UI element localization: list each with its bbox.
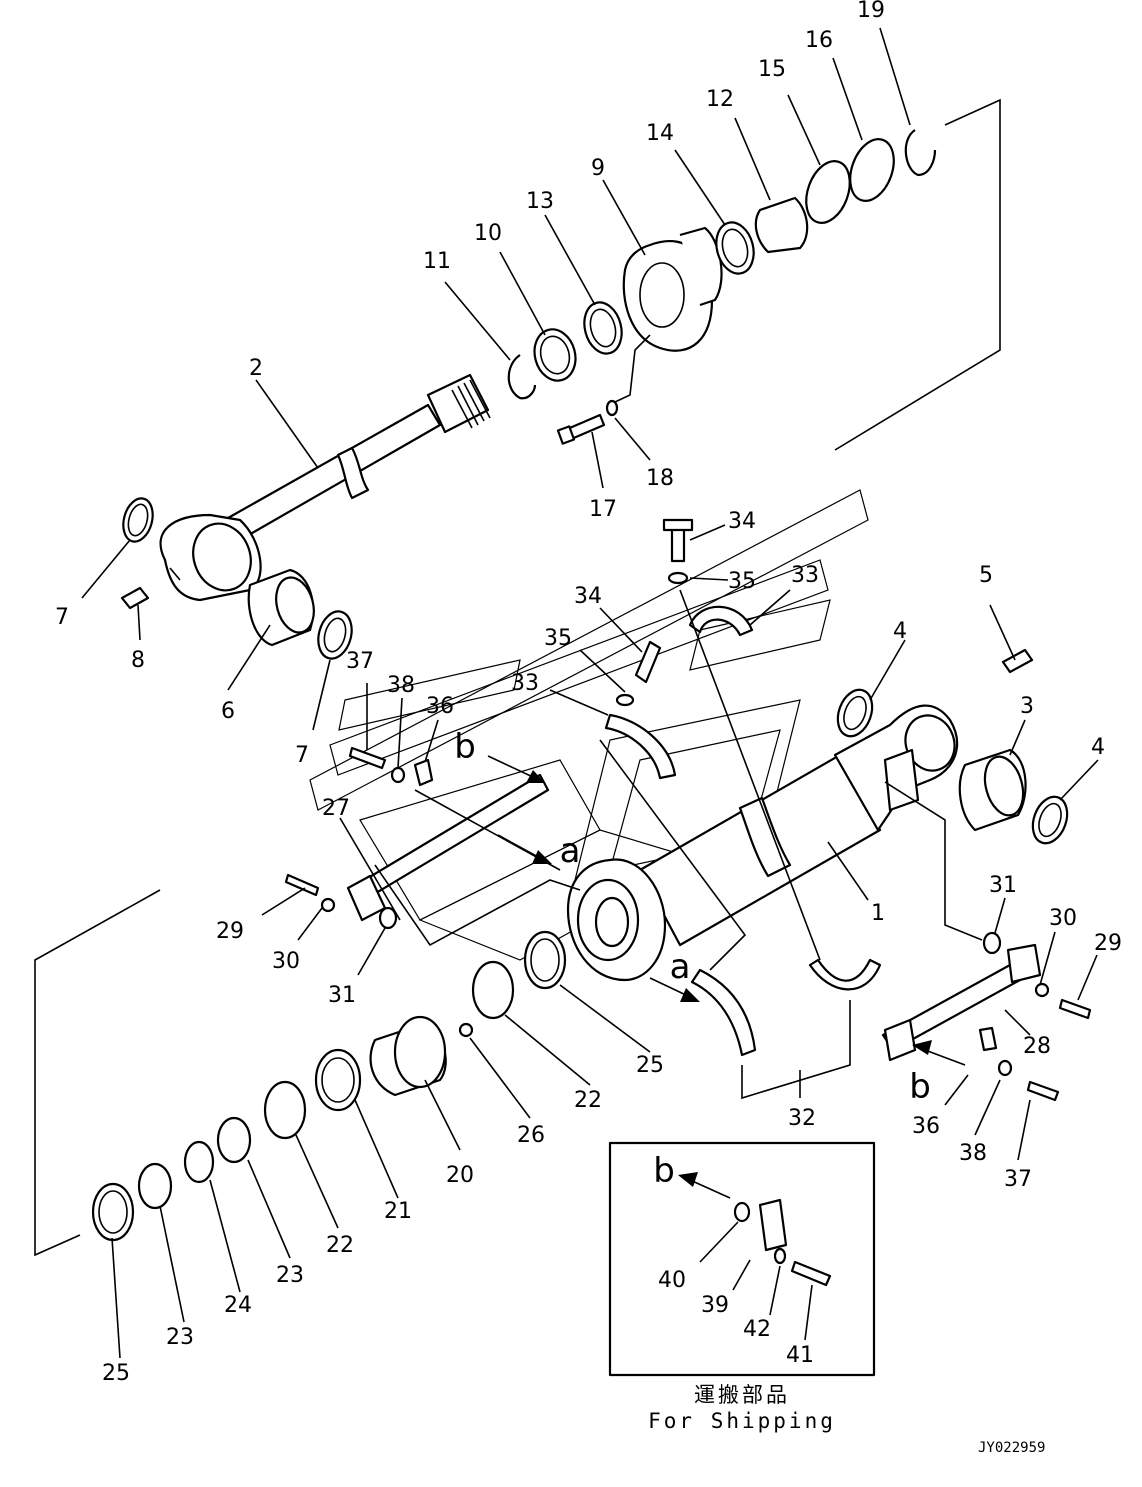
frame-lines bbox=[34, 98, 1001, 1257]
label-9: 9 bbox=[591, 156, 605, 181]
label-41: 41 bbox=[786, 1343, 814, 1368]
label-29: 29 bbox=[216, 919, 244, 944]
shipping-caption-jp: 運搬部品 bbox=[694, 1383, 790, 1407]
drawing-code: JY022959 bbox=[978, 1440, 1045, 1456]
label-7: 7 bbox=[55, 605, 69, 630]
label-26: 26 bbox=[517, 1123, 545, 1148]
label-23: 23 bbox=[276, 1263, 304, 1288]
label-8: 8 bbox=[131, 648, 145, 673]
marker-b: b bbox=[653, 1151, 675, 1191]
label-32: 32 bbox=[788, 1106, 816, 1131]
label-24: 24 bbox=[224, 1293, 252, 1318]
label-4: 4 bbox=[1091, 735, 1105, 760]
label-23: 23 bbox=[166, 1325, 194, 1350]
arrows bbox=[487, 755, 966, 1199]
label-30: 30 bbox=[272, 949, 300, 974]
part-number-labels: 1 2 3 4 4 5 6 7 7 8 9 10 11 12 13 14 15 … bbox=[55, 0, 1122, 1386]
pipes-and-clamps bbox=[284, 518, 1092, 1102]
label-1: 1 bbox=[871, 901, 885, 926]
label-28: 28 bbox=[1023, 1034, 1051, 1059]
label-29: 29 bbox=[1094, 931, 1122, 956]
label-30: 30 bbox=[1049, 906, 1077, 931]
marker-b: b bbox=[454, 727, 476, 767]
label-36: 36 bbox=[912, 1114, 940, 1139]
view-markers: b a a b b bbox=[454, 727, 931, 1191]
label-33: 33 bbox=[511, 671, 539, 696]
label-38: 38 bbox=[959, 1141, 987, 1166]
label-16: 16 bbox=[805, 28, 833, 53]
label-10: 10 bbox=[474, 221, 502, 246]
shipping-caption-en: For Shipping bbox=[648, 1409, 836, 1433]
label-13: 13 bbox=[526, 189, 554, 214]
label-38: 38 bbox=[387, 673, 415, 698]
label-2: 2 bbox=[249, 356, 263, 381]
label-37: 37 bbox=[1004, 1167, 1032, 1192]
label-33: 33 bbox=[791, 563, 819, 588]
label-21: 21 bbox=[384, 1199, 412, 1224]
leader-lines bbox=[81, 27, 1099, 1359]
label-20: 20 bbox=[446, 1163, 474, 1188]
marker-a: a bbox=[560, 831, 581, 871]
label-22: 22 bbox=[574, 1088, 602, 1113]
label-31: 31 bbox=[328, 983, 356, 1008]
label-34: 34 bbox=[574, 584, 602, 609]
marker-a: a bbox=[670, 947, 691, 987]
label-6: 6 bbox=[221, 699, 235, 724]
shipping-inset bbox=[608, 1141, 876, 1377]
label-39: 39 bbox=[701, 1293, 729, 1318]
label-15: 15 bbox=[758, 57, 786, 82]
marker-b: b bbox=[909, 1067, 931, 1107]
label-19: 19 bbox=[857, 0, 885, 23]
label-42: 42 bbox=[743, 1317, 771, 1342]
small-parts bbox=[91, 129, 1069, 1242]
label-25: 25 bbox=[636, 1053, 664, 1078]
label-7: 7 bbox=[295, 743, 309, 768]
captions: 運搬部品 For Shipping JY022959 bbox=[648, 1383, 1045, 1456]
label-35: 35 bbox=[728, 569, 756, 594]
label-3: 3 bbox=[1020, 694, 1034, 719]
label-12: 12 bbox=[706, 87, 734, 112]
label-34: 34 bbox=[728, 509, 756, 534]
label-4: 4 bbox=[893, 619, 907, 644]
label-17: 17 bbox=[589, 497, 617, 522]
label-22: 22 bbox=[326, 1233, 354, 1258]
label-36: 36 bbox=[426, 694, 454, 719]
label-18: 18 bbox=[646, 466, 674, 491]
piston-rod bbox=[159, 373, 491, 602]
label-40: 40 bbox=[658, 1268, 686, 1293]
label-25: 25 bbox=[102, 1361, 130, 1386]
label-11: 11 bbox=[423, 249, 451, 274]
label-14: 14 bbox=[646, 121, 674, 146]
label-37: 37 bbox=[346, 649, 374, 674]
label-35: 35 bbox=[544, 626, 572, 651]
label-5: 5 bbox=[979, 563, 993, 588]
cylinder-tube bbox=[566, 704, 959, 982]
label-31: 31 bbox=[989, 873, 1017, 898]
label-27: 27 bbox=[322, 796, 350, 821]
